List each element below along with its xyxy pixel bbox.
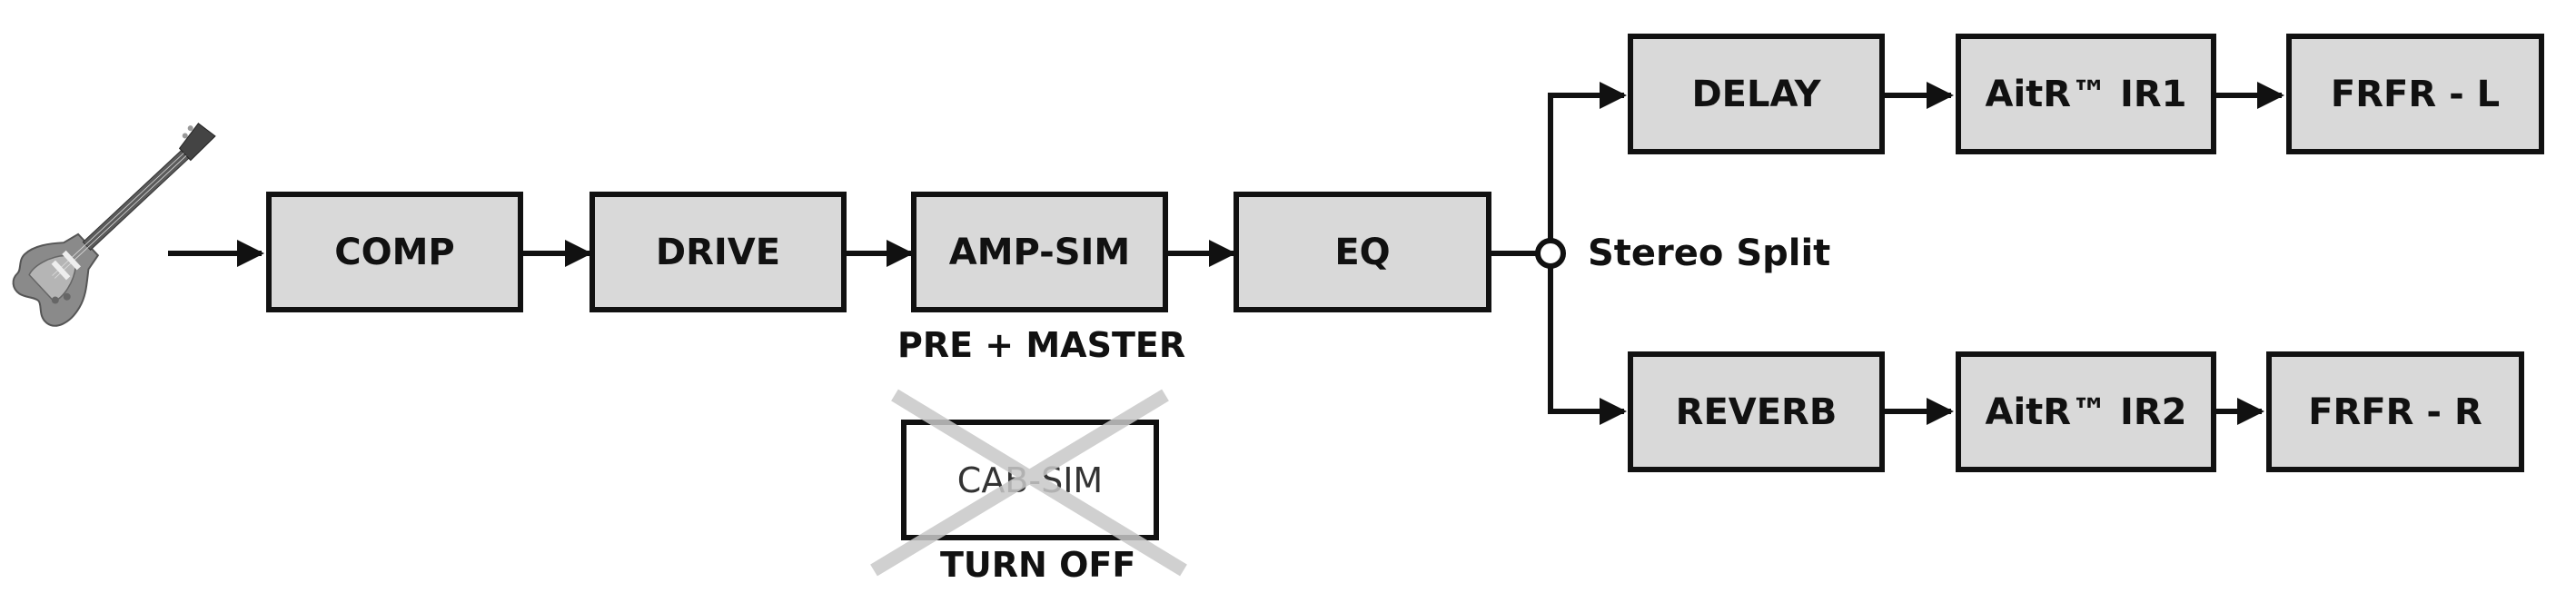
stereo-split-label: Stereo Split xyxy=(1588,232,1831,274)
arrow-split-delay xyxy=(1548,82,1627,241)
turn-off-note: TURN OFF xyxy=(940,545,1136,585)
drive-block: DRIVE xyxy=(590,192,847,312)
comp-block: COMP xyxy=(266,192,523,312)
cab-sim-block: CAB-SIM xyxy=(901,420,1159,540)
ir1-block: AitR™ IR1 xyxy=(1956,34,2216,154)
frfr-right-block: FRFR - R xyxy=(2266,351,2524,472)
ir2-block: AitR™ IR2 xyxy=(1956,351,2216,472)
frfr-left-block: FRFR - L xyxy=(2286,34,2544,154)
reverb-block: REVERB xyxy=(1628,351,1885,472)
eq-block: EQ xyxy=(1234,192,1491,312)
stereo-split-node xyxy=(1535,238,1566,269)
electric-guitar-icon xyxy=(12,123,216,327)
amp-sim-block: AMP-SIM xyxy=(911,192,1168,312)
delay-block: DELAY xyxy=(1628,34,1885,154)
arrow-split-reverb xyxy=(1548,266,1627,425)
amp-sim-note: PRE + MASTER xyxy=(897,325,1186,365)
